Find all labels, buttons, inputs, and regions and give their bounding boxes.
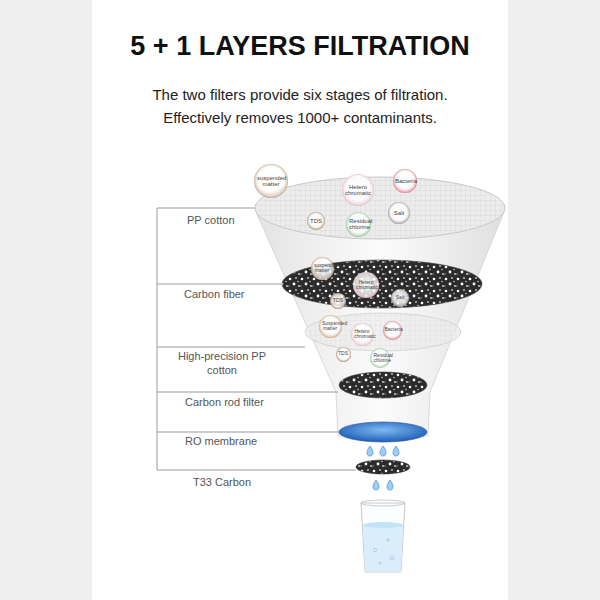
glass-rim <box>361 500 405 506</box>
water-glass <box>361 503 405 572</box>
layer-label: Carbon rod filter <box>185 396 264 410</box>
layer-label: RO membrane <box>185 435 257 449</box>
glass-water <box>363 525 403 572</box>
contaminant-bubble: Suspended matter <box>319 315 342 338</box>
leader-line <box>157 432 339 433</box>
water-drop <box>393 446 399 456</box>
water-bubble <box>379 562 381 564</box>
contaminant-name: Hetero chromatic <box>356 280 376 291</box>
leader-line <box>157 470 356 471</box>
leader-line <box>157 392 338 393</box>
contaminant-bubble: Bacteria <box>393 169 417 193</box>
water-bubble <box>373 548 376 551</box>
contaminant-name: TDS <box>310 218 322 224</box>
water-surface <box>363 522 403 528</box>
contaminant-bubble: suspended matter <box>254 164 288 198</box>
water-bubble <box>390 556 394 560</box>
contaminant-name: Hetero chromatic <box>354 329 370 340</box>
contaminant-name: TDS <box>338 351 348 356</box>
ro-membrane-disk <box>339 422 427 442</box>
contaminant-bubble: Salt <box>391 289 409 307</box>
contaminant-bubble: Residual chlorine <box>370 348 390 368</box>
contaminant-bubble: TDS <box>330 293 346 309</box>
contaminant-name: Residual chlorine <box>349 218 367 231</box>
contaminant-name: suspended matter <box>314 263 330 274</box>
layer-label: PP cotton <box>187 214 235 228</box>
water-drop <box>373 480 379 490</box>
funnel-body <box>256 212 504 436</box>
layer-label: T33 Carbon <box>193 476 251 490</box>
contaminant-name: Salt <box>396 295 405 300</box>
contaminant-name: Suspended matter <box>322 321 338 332</box>
leader-line <box>157 284 282 285</box>
contaminant-name: Salt <box>394 210 404 216</box>
contaminant-bubble: TDS <box>307 212 325 230</box>
t33-carbon-disk <box>356 460 410 474</box>
contaminant-bubble: Hetero chromatic <box>353 272 379 298</box>
contaminant-name: Bacteria <box>395 178 415 184</box>
leader-line <box>157 208 255 209</box>
water-drop <box>387 480 393 490</box>
water-bubble <box>387 539 389 541</box>
page-subtitle: The two filters provide six stages of fi… <box>80 86 520 105</box>
contaminant-bubble: Salt <box>388 202 410 224</box>
contaminant-bubble: Bacteria <box>383 321 402 340</box>
diagram-title: 5 + 1 LAYERS FILTRATION <box>0 30 600 62</box>
page-subtitle: Effectively removes 1000+ contaminants. <box>80 109 520 128</box>
contaminant-bubble: suspended matter <box>311 257 334 280</box>
layer-label: High-precision PP cotton <box>177 350 267 378</box>
bracket-line <box>157 208 158 470</box>
contaminant-name: TDS <box>333 298 343 303</box>
water-drop <box>367 446 373 456</box>
contaminant-bubble: TDS <box>336 347 351 362</box>
layer-label: Carbon fiber <box>184 288 245 302</box>
pp-cotton-disk <box>255 177 505 239</box>
contaminant-bubble: Residual chlorine <box>346 212 371 237</box>
contaminant-name: Residual chlorine <box>374 353 387 364</box>
contaminant-name: suspended matter <box>257 175 285 188</box>
contaminant-name: Bacteria <box>385 327 400 332</box>
leader-line <box>157 347 305 348</box>
contaminant-name: Hetero chromatic <box>345 184 371 197</box>
carbon-rod-disk <box>339 372 427 398</box>
contaminant-bubble: Hetero chromatic <box>342 174 374 206</box>
water-drop <box>380 446 386 456</box>
contaminant-bubble: Hetero chromatic <box>351 323 374 346</box>
precision-cotton-disk <box>305 313 461 351</box>
